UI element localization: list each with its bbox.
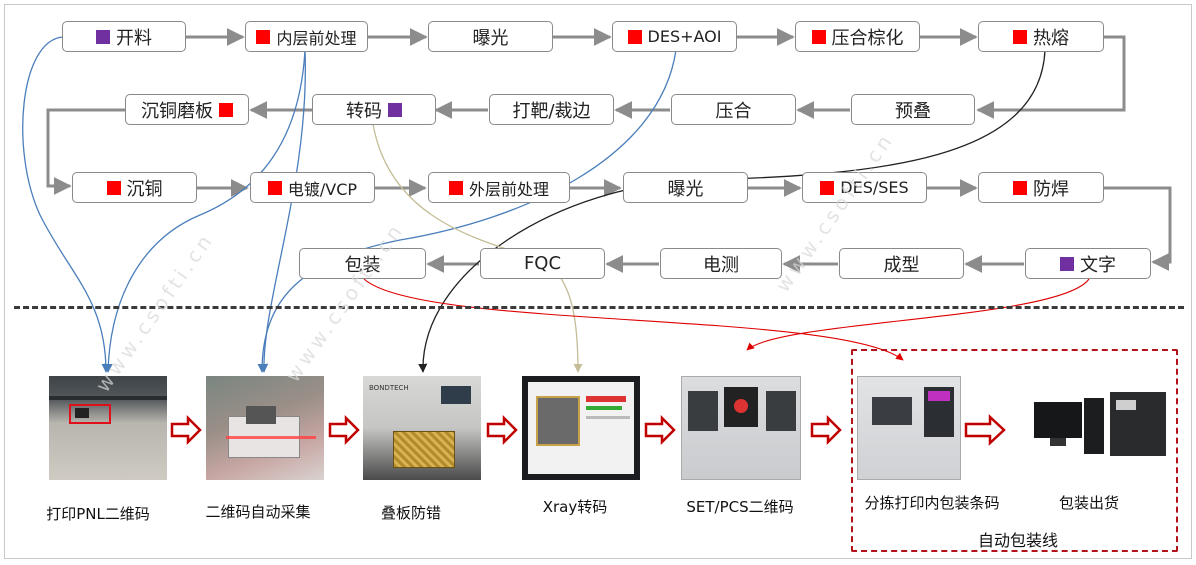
- photo-qr-scan: [206, 376, 324, 480]
- red-marker: [106, 180, 121, 195]
- purple-marker: [1060, 256, 1074, 271]
- link-wenzi-set: [746, 278, 1090, 351]
- node-baoguang-2: 曝光: [623, 172, 748, 203]
- red-marker: [820, 180, 835, 195]
- caption-qr-scan: 二维码自动采集: [205, 503, 311, 521]
- node-chengxing: 成型: [839, 248, 964, 279]
- auto-packaging-line-box: [851, 349, 1178, 552]
- flow-arrows: [46, 28, 1172, 273]
- station-arrows: [170, 414, 1006, 446]
- caption-ship: 包装出货: [1058, 494, 1120, 512]
- arrow-11-12: [46, 108, 125, 195]
- photo-sorting-machine: [857, 376, 961, 480]
- node-fqc: FQC: [480, 248, 605, 279]
- red-marker: [627, 29, 642, 44]
- node-des-aoi: DES+AOI: [612, 21, 737, 52]
- photo-print-pnl: [49, 376, 167, 480]
- caption-set-pcs: SET/PCS二维码: [686, 498, 794, 516]
- purple-marker: [96, 29, 110, 44]
- node-baozhuang: 包装: [299, 248, 426, 279]
- red-marker: [811, 29, 826, 44]
- node-chentong-moban: 沉铜磨板: [125, 94, 249, 125]
- photo-stack-machine: BONDTECH: [363, 376, 481, 480]
- red-marker: [1013, 180, 1027, 195]
- photo-pc-printer: [1028, 392, 1168, 458]
- caption-print-pnl: 打印PNL二维码: [46, 505, 150, 523]
- red-marker: [219, 102, 233, 117]
- red-marker: [1013, 29, 1027, 44]
- node-baoguang-1: 曝光: [428, 21, 553, 52]
- photo-xray-screen: [522, 376, 640, 480]
- section-divider: [14, 306, 1184, 309]
- node-neiceng-qianchuli: 内层前处理: [245, 21, 368, 52]
- node-yahe: 压合: [671, 94, 796, 125]
- auto-line-label: 自动包装线: [977, 531, 1059, 550]
- caption-xray: Xray转码: [542, 498, 608, 516]
- node-kailiao: 开料: [62, 21, 186, 52]
- qr-highlight-box: [69, 404, 111, 424]
- caption-stack-check: 叠板防错: [380, 504, 442, 522]
- outer-frame: [4, 4, 1192, 559]
- brand-label: BONDTECH: [369, 384, 409, 392]
- monitor-icon: [1034, 402, 1082, 438]
- node-diandu-vcp: 电镀/VCP: [250, 172, 375, 203]
- node-dabaicaibian: 打靶/裁边: [489, 94, 614, 125]
- node-yahe-zonghua: 压合棕化: [795, 21, 920, 52]
- arrow-17-18: [1104, 186, 1172, 271]
- link-kailiao-print: [22, 36, 111, 373]
- node-fanghan: 防焊: [978, 172, 1104, 203]
- arrow-6-7: [976, 35, 1126, 119]
- caption-sorting: 分拣打印内包装条码: [864, 494, 1000, 512]
- node-yudie: 预叠: [851, 94, 975, 125]
- node-rerong: 热熔: [978, 21, 1104, 52]
- node-chentong: 沉铜: [72, 172, 197, 203]
- red-marker: [448, 180, 463, 195]
- node-des-ses: DES/SES: [802, 172, 927, 203]
- red-marker: [256, 29, 271, 44]
- node-wenzi: 文字: [1025, 248, 1151, 279]
- qr-code-icon: [75, 408, 89, 418]
- link-baozhuang-sort: [363, 278, 904, 361]
- photo-set-pcs-machine: [681, 376, 801, 480]
- node-zhuanma: 转码: [312, 94, 436, 125]
- node-waiceng-qianchuli: 外层前处理: [428, 172, 570, 203]
- node-dince: 电测: [660, 248, 782, 279]
- red-marker: [267, 180, 282, 195]
- purple-marker: [388, 102, 402, 117]
